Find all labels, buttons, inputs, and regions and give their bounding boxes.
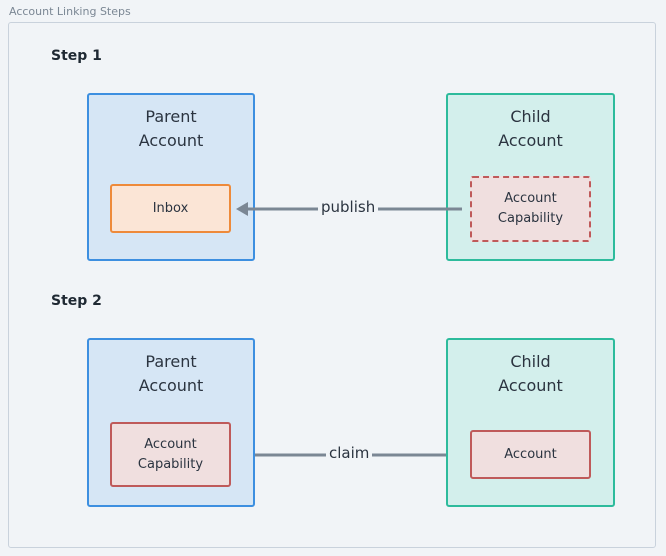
step-2-label: Step 2 <box>51 293 102 309</box>
child-title-line2: Account <box>498 376 563 395</box>
step-1-label: Step 1 <box>51 48 102 64</box>
child-title-line2: Account <box>498 131 563 150</box>
account-box: Account <box>470 430 591 479</box>
cap-line1: Account <box>144 436 197 452</box>
child-title-line1: Child <box>510 107 551 126</box>
cap-line2: Capability <box>497 211 564 226</box>
frame-title: Account Linking Steps <box>9 5 131 18</box>
cap-line1: Account <box>504 191 557 206</box>
publish-label: publish <box>318 198 379 216</box>
diagram-frame <box>8 22 656 548</box>
cap-line2: Capability <box>137 456 204 472</box>
parent-title-line2: Account <box>138 131 204 150</box>
parent-title-line1: Parent <box>145 107 197 126</box>
parent-title-line1: Parent <box>145 352 197 371</box>
child-title-line1: Child <box>510 352 551 371</box>
publish-arrowhead <box>236 202 248 216</box>
parent-title-line2: Account <box>138 376 204 395</box>
inbox-box: Inbox <box>110 184 231 233</box>
claim-label: claim <box>326 444 373 462</box>
